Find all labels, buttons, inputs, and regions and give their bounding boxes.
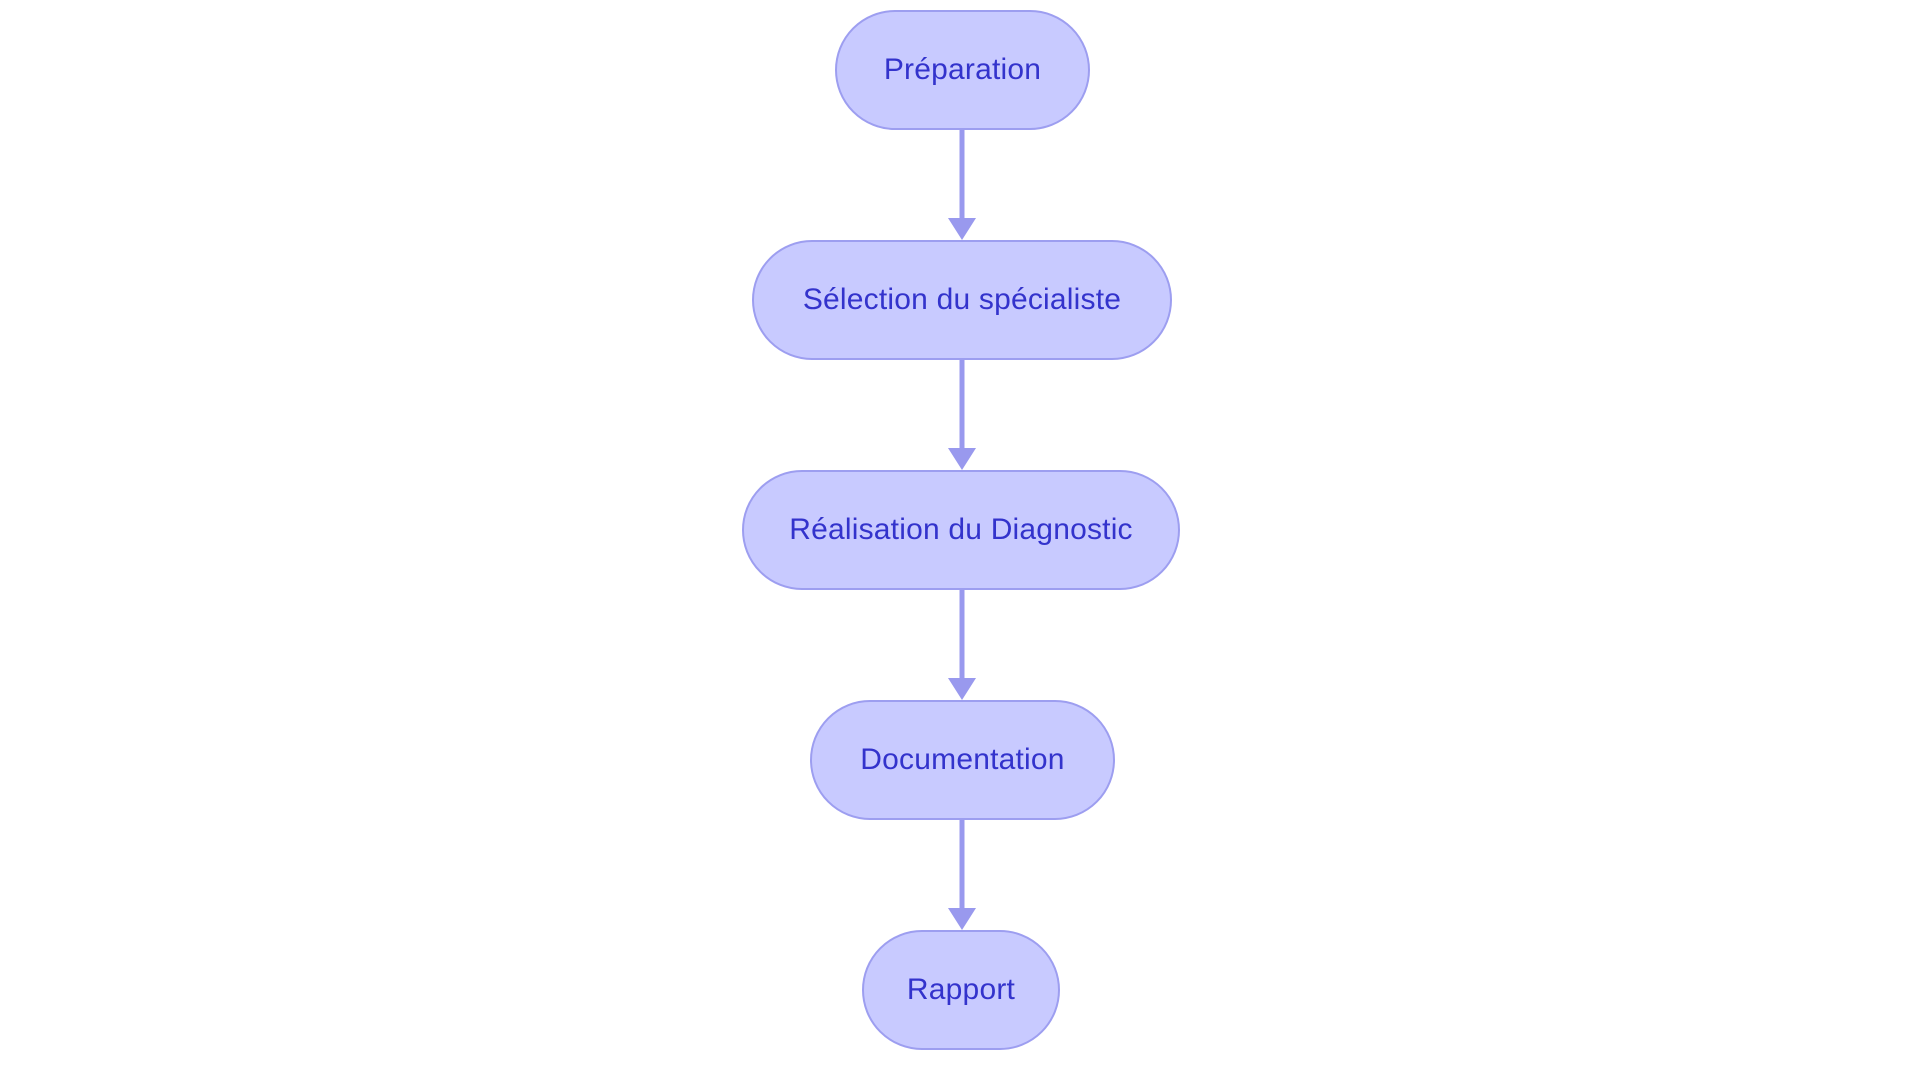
arrowhead-icon [948, 448, 976, 470]
flowchart-node-preparation[interactable]: Préparation [835, 10, 1090, 130]
flowchart-node-label: Sélection du spécialiste [802, 283, 1122, 316]
arrowhead-icon [948, 218, 976, 240]
flowchart-node-label: Rapport [906, 973, 1016, 1006]
edge-preparation-to-selection [948, 130, 976, 240]
edge-documentation-to-rapport [948, 820, 976, 930]
edge-selection-to-realisation [948, 360, 976, 470]
arrowhead-icon [948, 678, 976, 700]
flowchart-node-label: Préparation [883, 53, 1042, 86]
flowchart-node-label: Documentation [860, 743, 1065, 776]
edge-realisation-to-documentation [948, 590, 976, 700]
arrowhead-icon [948, 908, 976, 930]
flowchart-node-selection[interactable]: Sélection du spécialiste [752, 240, 1172, 360]
flowchart-node-rapport[interactable]: Rapport [862, 930, 1060, 1050]
flowchart-node-realisation[interactable]: Réalisation du Diagnostic [742, 470, 1180, 590]
flowchart-node-label: Réalisation du Diagnostic [789, 513, 1133, 546]
flowchart-node-documentation[interactable]: Documentation [810, 700, 1115, 820]
